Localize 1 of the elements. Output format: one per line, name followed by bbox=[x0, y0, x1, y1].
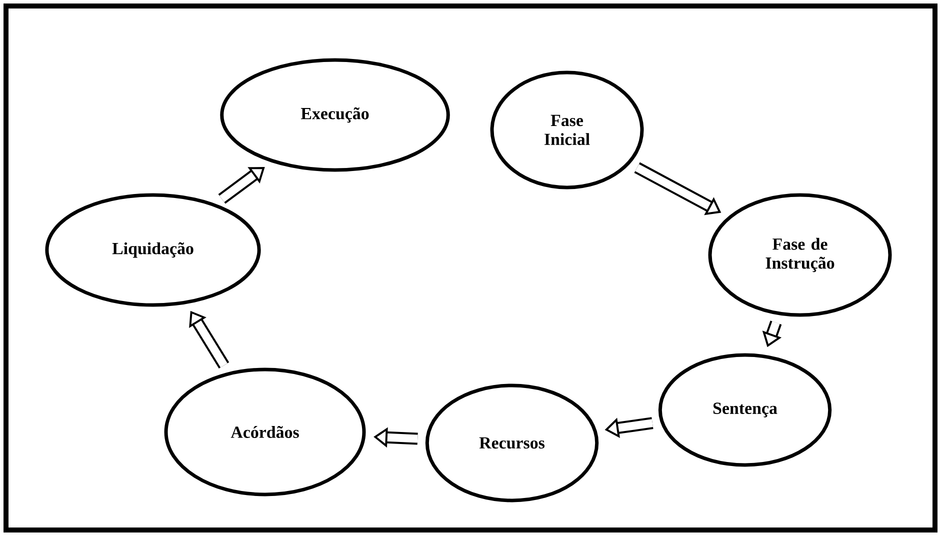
block-arrow bbox=[218, 167, 265, 204]
